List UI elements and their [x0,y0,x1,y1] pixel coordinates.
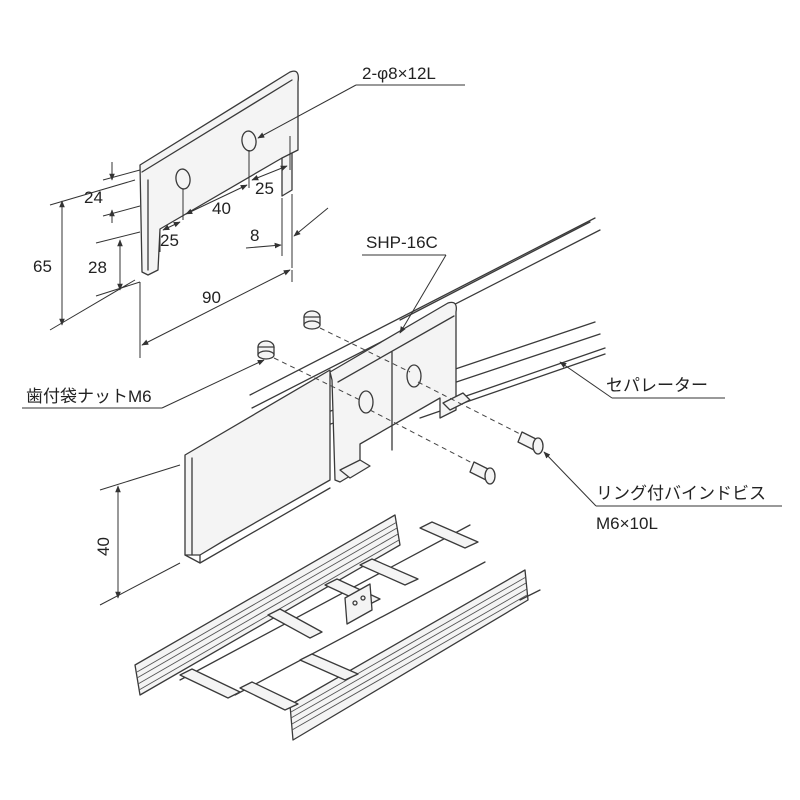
dim-90-label: 90 [202,288,221,307]
assembly-drawing: 40 [22,217,782,741]
nut-label: 歯付袋ナットM6 [26,387,152,406]
dim-65-label: 65 [33,257,52,276]
screw-upper [417,381,544,455]
nut-left [257,340,275,360]
dim-40-height-label: 40 [94,537,113,556]
dim-28-label: 28 [88,258,107,277]
installed-hole-left [358,390,374,414]
dim-25-bottom-label: 25 [160,231,179,250]
dim-25-top-label: 25 [255,179,274,198]
nut-right [303,310,321,330]
separator-label: セパレーター [606,376,708,395]
screw-lower [369,409,496,485]
installed-hole-right [406,364,422,388]
dim-40-label: 40 [212,199,231,218]
dim-24-label: 24 [84,188,103,207]
screw-size-label: M6×10L [596,514,658,533]
bracket-detail-drawing: 24 65 28 25 40 25 8 90 [33,64,465,358]
bracket-hole-right [241,130,257,152]
cable-ladder [134,514,541,741]
screw-name-label: リング付バインドビス [596,484,766,503]
bracket-hole-left [175,168,191,190]
dim-8-label: 8 [250,226,259,245]
part-name-label: SHP-16C [366,233,438,252]
hole-spec-label: 2-φ8×12L [362,64,436,83]
shp-16c-bracket [329,301,457,483]
separator-plate [184,369,331,556]
bracket-plate [139,70,299,276]
